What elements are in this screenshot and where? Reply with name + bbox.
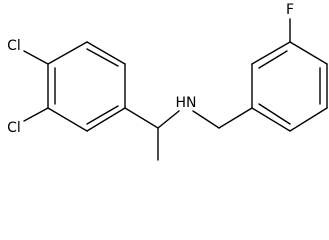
- atom-label-nh: HN: [176, 95, 197, 111]
- atom-label-cl-top: Cl: [7, 38, 21, 54]
- fluorophenyl-ring: [251, 18, 328, 132]
- aromatic-inner-bond: [86, 105, 119, 125]
- bond: [289, 107, 328, 132]
- bond-ring-to-ch: [124, 107, 159, 129]
- aromatic-inner-bond: [258, 50, 288, 69]
- atom-label-cl-bottom: Cl: [7, 120, 21, 136]
- aromatic-inner-bond: [86, 48, 119, 67]
- bond-ch2-to-ring: [218, 107, 253, 129]
- bond-to-cl-bottom: [23, 107, 49, 122]
- dichlorophenyl-ring: [47, 41, 126, 132]
- bond: [47, 107, 88, 132]
- aromatic-inner-bond: [258, 103, 291, 125]
- atom-labels: Cl Cl HN F: [7, 2, 294, 136]
- bond-to-cl-top: [23, 50, 49, 65]
- bond: [289, 41, 328, 65]
- bond: [251, 107, 291, 132]
- atom-label-f: F: [286, 2, 294, 18]
- bond-nh-to-ch2: [192, 110, 220, 129]
- chemical-structure-diagram: Cl Cl HN F: [7, 2, 328, 161]
- bond-ch-to-nh: [157, 110, 180, 129]
- bond: [86, 41, 126, 65]
- bond: [86, 107, 126, 132]
- substituent-bonds: [23, 50, 253, 161]
- bond: [251, 41, 291, 65]
- bond: [47, 41, 88, 65]
